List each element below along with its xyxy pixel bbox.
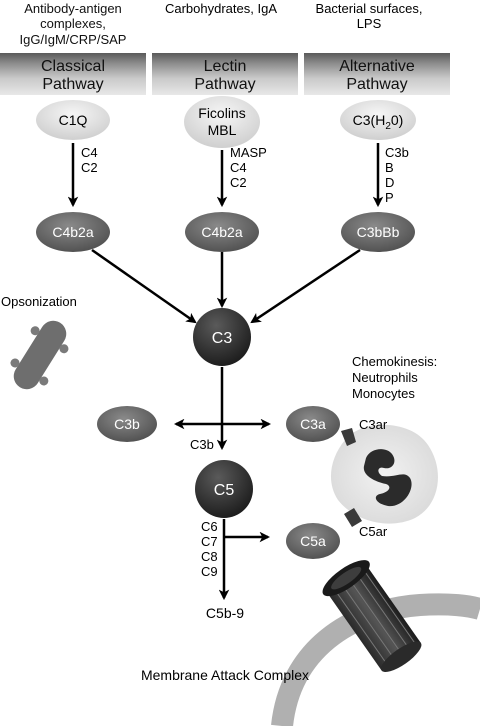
c5ar-label: C5ar <box>359 524 388 539</box>
c3b-down-label: C3b <box>190 437 214 452</box>
svg-text:C7: C7 <box>201 534 218 549</box>
svg-text:Monocytes: Monocytes <box>352 386 415 401</box>
svg-text:C5a: C5a <box>300 533 326 549</box>
c1q-node: C1Q <box>36 100 110 140</box>
svg-text:Pathway: Pathway <box>194 76 255 93</box>
svg-text:C3a: C3a <box>300 416 326 432</box>
alternative-activator-label: Bacterial surfaces, LPS <box>316 1 423 31</box>
svg-text:MBL: MBL <box>208 122 237 138</box>
svg-text:Chemokinesis:: Chemokinesis: <box>352 354 437 369</box>
c5-factors: C6 C7 C8 C9 <box>201 519 218 579</box>
lectin-activator-label: Carbohydrates, IgA <box>165 1 277 16</box>
lectin-factors: MASP C4 C2 <box>230 145 267 190</box>
svg-text:Lectin: Lectin <box>204 58 247 75</box>
c3h2o-node: C3(H20) <box>340 100 416 140</box>
svg-text:C3bBb: C3bBb <box>357 224 400 240</box>
alternative-convertase-node: C3bBb <box>341 212 415 252</box>
svg-text:B: B <box>385 160 394 175</box>
svg-text:C2: C2 <box>230 175 247 190</box>
svg-text:Classical: Classical <box>41 58 105 75</box>
classical-activator-label: Antibody-antigen complexes, IgG/IgM/CRP/… <box>20 1 127 47</box>
svg-text:C4b2a: C4b2a <box>52 224 93 240</box>
svg-text:Bacterial surfaces,: Bacterial surfaces, <box>316 1 423 16</box>
svg-text:Antibody-antigen: Antibody-antigen <box>24 1 122 16</box>
svg-text:C3(H20): C3(H20) <box>353 112 404 132</box>
svg-text:C2: C2 <box>81 160 98 175</box>
opsonized-bacterium-icon <box>10 320 69 390</box>
svg-text:Pathway: Pathway <box>346 76 407 93</box>
classical-to-c3-arrow <box>91 248 197 324</box>
alternative-to-c3-arrow <box>250 248 361 324</box>
svg-text:C6: C6 <box>201 519 218 534</box>
svg-text:complexes,: complexes, <box>40 16 106 31</box>
svg-text:C4: C4 <box>230 160 247 175</box>
chemokinesis-label: Chemokinesis: Neutrophils Monocytes <box>352 354 437 401</box>
svg-text:C4: C4 <box>81 145 98 160</box>
svg-text:C4b2a: C4b2a <box>201 224 242 240</box>
c5-node: C5 <box>195 460 253 518</box>
svg-text:Alternative: Alternative <box>339 58 415 75</box>
svg-text:C8: C8 <box>201 549 218 564</box>
svg-text:C5: C5 <box>214 482 235 499</box>
svg-text:P: P <box>385 190 394 205</box>
ficolins-mbl-node: Ficolins MBL <box>184 96 260 148</box>
membrane-attack-complex-icon <box>322 560 422 673</box>
svg-text:C3b: C3b <box>114 416 140 432</box>
c5a-node: C5a <box>286 523 340 559</box>
svg-text:IgG/IgM/CRP/SAP: IgG/IgM/CRP/SAP <box>20 32 127 47</box>
svg-text:C1Q: C1Q <box>59 112 88 128</box>
svg-text:D: D <box>385 175 394 190</box>
svg-text:Neutrophils: Neutrophils <box>352 370 418 385</box>
svg-text:C3: C3 <box>212 330 233 347</box>
svg-text:MASP: MASP <box>230 145 267 160</box>
classical-factors: C4 C2 <box>81 145 98 175</box>
neutrophil-cell-icon <box>330 424 438 524</box>
c5b9-label: C5b-9 <box>206 605 244 621</box>
svg-text:LPS: LPS <box>357 16 382 31</box>
c3-node: C3 <box>193 308 251 366</box>
lectin-pathway-box: Lectin Pathway <box>152 53 298 95</box>
alternative-factors: C3b B D P <box>385 145 409 205</box>
opsonization-label: Opsonization <box>1 294 77 309</box>
classical-pathway-box: Classical Pathway <box>0 53 146 95</box>
c5ar-receptor-icon <box>344 508 362 527</box>
svg-text:Pathway: Pathway <box>42 76 103 93</box>
c3b-node: C3b <box>97 406 157 442</box>
c3ar-receptor-icon <box>341 428 356 446</box>
svg-text:C3b: C3b <box>385 145 409 160</box>
c3a-node: C3a <box>286 406 340 442</box>
svg-text:C9: C9 <box>201 564 218 579</box>
lectin-convertase-node: C4b2a <box>185 212 259 252</box>
alternative-pathway-box: Alternative Pathway <box>304 53 450 95</box>
mac-label: Membrane Attack Complex <box>141 667 309 683</box>
svg-text:Ficolins: Ficolins <box>198 105 245 121</box>
c3ar-label: C3ar <box>359 417 388 432</box>
classical-convertase-node: C4b2a <box>36 212 110 252</box>
